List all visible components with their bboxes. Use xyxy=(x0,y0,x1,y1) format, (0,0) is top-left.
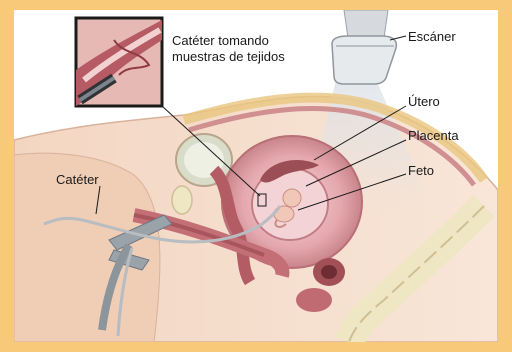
label-scanner: Escáner xyxy=(408,29,456,44)
illustration-frame: Escáner Catéter tomando muestras de teji… xyxy=(14,10,498,342)
label-placenta: Placenta xyxy=(408,128,459,143)
inset-zoom xyxy=(76,18,162,106)
anatomy-illustration: Escáner Catéter tomando muestras de teji… xyxy=(14,10,498,342)
label-catheter-sampling-line1: Catéter tomando xyxy=(172,33,269,48)
label-uterus: Útero xyxy=(408,94,440,109)
pubic-bone xyxy=(172,186,192,214)
scanner-probe xyxy=(332,10,396,84)
label-catheter-sampling-line2: muestras de tejidos xyxy=(172,49,285,64)
label-catheter: Catéter xyxy=(56,172,99,187)
label-fetus: Feto xyxy=(408,163,434,178)
